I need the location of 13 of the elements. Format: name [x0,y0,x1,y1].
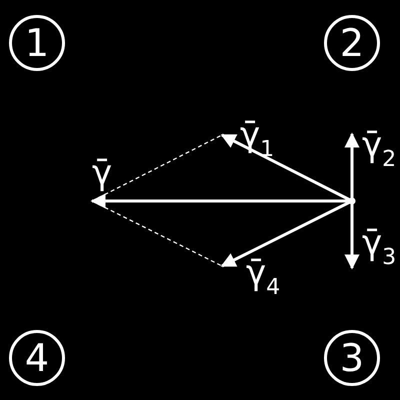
numbered-circle [324,330,380,386]
vector-label: γ̄$_{3}$ [362,226,396,269]
numbered-circle [9,15,65,71]
circle-number: 1 [24,24,50,62]
numbered-circle [324,15,380,71]
vector-label: γ̄$_{4}$ [246,256,280,299]
circle-number: 3 [340,339,364,377]
circle-number: 2 [340,24,364,62]
numbered-circle [9,330,65,386]
vector-label: γ̄$_{2}$ [362,128,396,171]
vector-label: γ̄ [92,156,112,190]
circle-number: 4 [24,339,50,377]
vector-label: γ̄$_{1}$ [240,118,274,161]
